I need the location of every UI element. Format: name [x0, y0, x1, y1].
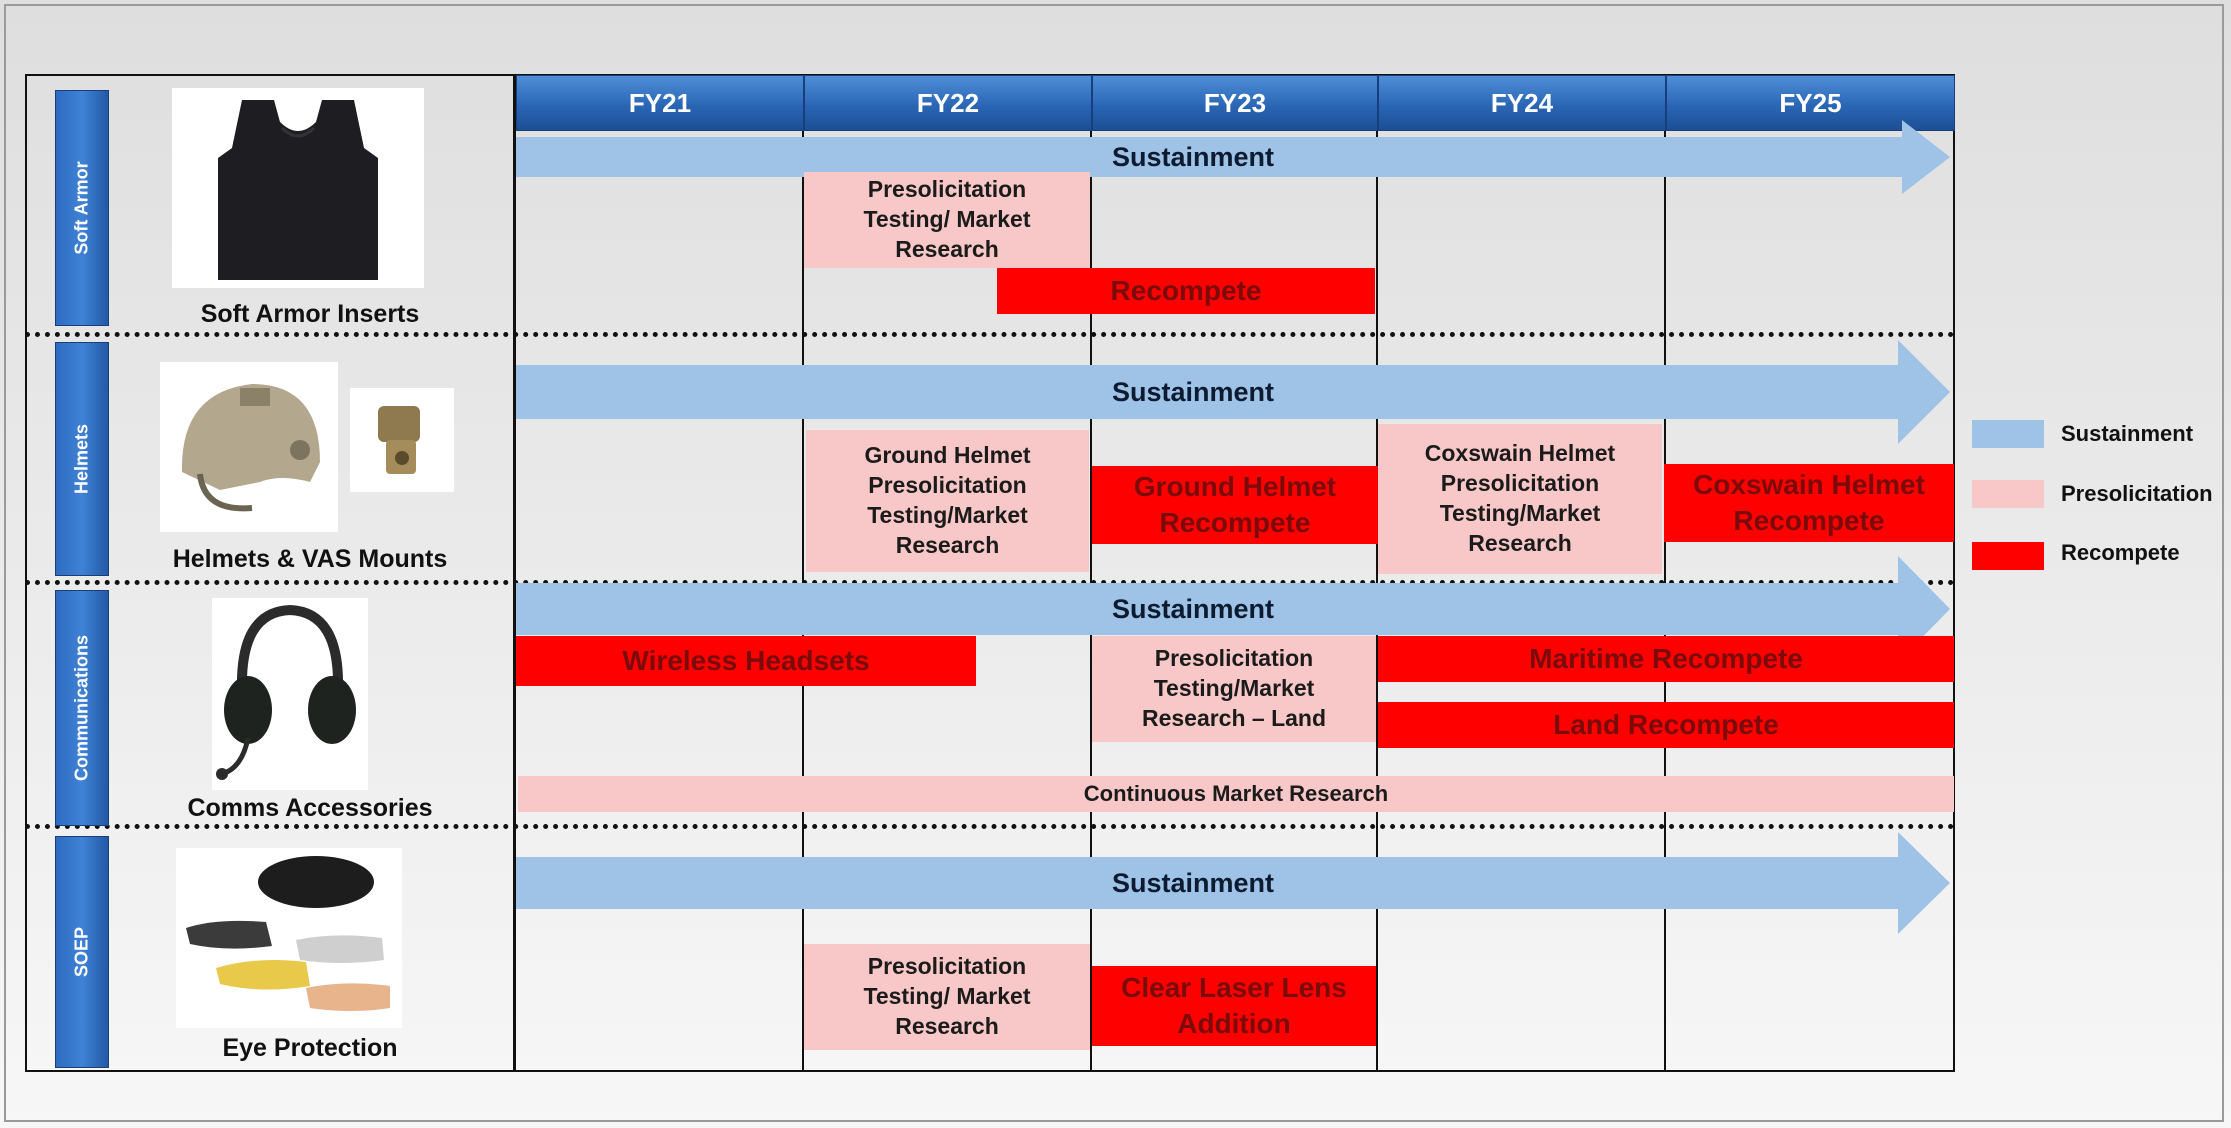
clear-laser-lens-addition-bar: Clear Laser Lens Addition — [1092, 966, 1376, 1046]
vas-mount-image — [350, 388, 454, 492]
helmet-image — [160, 362, 338, 532]
bar-label: Presolicitation Testing/ Market Research — [863, 176, 1031, 262]
sustainment-label: Sustainment — [1111, 867, 1275, 898]
sustainment-arrow-soft-armor: Sustainment — [516, 120, 1950, 194]
legend-label-sustainment: Sustainment — [2061, 421, 2194, 446]
legend-swatch-sustainment — [1972, 420, 2044, 448]
coxswain-helmet-presolicitation-bar: Coxswain Helmet Presolicitation Testing/… — [1378, 424, 1662, 574]
land-recompete-bar: Land Recompete — [1378, 702, 1954, 748]
soft-armor-vest-image — [172, 88, 424, 288]
soft-armor-presolicitation-bar: Presolicitation Testing/ Market Research — [804, 172, 1090, 268]
category-label: Communications — [71, 634, 92, 782]
legend-swatch-presolicitation — [1972, 480, 2044, 508]
section-separator — [25, 824, 1955, 829]
section-separator — [25, 332, 1955, 337]
item-label-soft-armor-inserts: Soft Armor Inserts — [200, 300, 420, 328]
year-header-fy22: FY22 — [804, 75, 1092, 131]
bar-label: Ground Helmet Presolicitation Testing/Ma… — [864, 442, 1031, 558]
ground-helmet-presolicitation-bar: Ground Helmet Presolicitation Testing/Ma… — [806, 430, 1089, 572]
category-tab-helmets: Helmets — [55, 342, 109, 576]
sustainment-arrow-soep: Sustainment — [516, 832, 1950, 934]
bar-label: Coxswain Helmet Presolicitation Testing/… — [1424, 440, 1616, 556]
legend-label-presolicitation: Presolicitation — [2061, 481, 2213, 506]
category-tab-soft-armor: Soft Armor — [55, 90, 109, 326]
bar-label: Continuous Market Research — [1083, 780, 1389, 806]
year-header-fy24: FY24 — [1378, 75, 1666, 131]
legend-label-recompete: Recompete — [2061, 540, 2180, 565]
sustainment-label: Sustainment — [1111, 141, 1275, 172]
sustainment-arrow-communications: Sustainment — [516, 556, 1950, 662]
bar-label: Clear Laser Lens Addition — [1121, 971, 1347, 1039]
soft-armor-recompete-bar: Recompete — [997, 268, 1375, 314]
bar-label: Land Recompete — [1553, 708, 1779, 740]
year-header-fy21: FY21 — [516, 75, 804, 131]
bar-label: Presolicitation Testing/Market Research … — [1141, 645, 1327, 731]
item-label-helmets-vas: Helmets & VAS Mounts — [172, 545, 448, 573]
bar-label: Coxswain Helmet Recompete — [1693, 468, 1925, 536]
eye-protection-image — [176, 848, 402, 1028]
headset-image — [212, 598, 368, 790]
sustainment-arrow-helmets: Sustainment — [516, 340, 1950, 444]
sustainment-label: Sustainment — [1111, 376, 1275, 407]
year-header-fy23: FY23 — [1092, 75, 1378, 131]
category-label: Helmets — [71, 423, 92, 495]
wireless-headsets-bar: Wireless Headsets — [516, 636, 976, 686]
sustainment-label: Sustainment — [1111, 593, 1275, 624]
bar-label: Wireless Headsets — [622, 644, 870, 676]
coxswain-helmet-recompete-bar: Coxswain Helmet Recompete — [1664, 464, 1954, 542]
soep-presolicitation-bar: Presolicitation Testing/ Market Research — [804, 944, 1090, 1050]
ground-helmet-recompete-bar: Ground Helmet Recompete — [1092, 466, 1378, 544]
continuous-market-research-bar: Continuous Market Research — [518, 776, 1954, 812]
year-header-fy25: FY25 — [1666, 75, 1955, 131]
category-label: Soft Armor — [71, 161, 92, 255]
legend-swatch-recompete — [1972, 542, 2044, 570]
item-label-comms-accessories: Comms Accessories — [187, 794, 433, 822]
bar-label: Recompete — [1110, 274, 1262, 306]
maritime-recompete-bar: Maritime Recompete — [1378, 636, 1954, 682]
item-label-eye-protection: Eye Protection — [222, 1034, 398, 1062]
section-separator — [25, 580, 1955, 585]
bar-label: Presolicitation Testing/ Market Research — [863, 953, 1031, 1039]
bar-label: Ground Helmet Recompete — [1133, 470, 1337, 538]
category-label: SOEP — [71, 926, 92, 978]
category-tab-soep: SOEP — [55, 836, 109, 1068]
comms-presolicitation-land-bar: Presolicitation Testing/Market Research … — [1092, 636, 1376, 742]
category-tab-communications: Communications — [55, 590, 109, 826]
bar-label: Maritime Recompete — [1529, 642, 1803, 674]
label-column-divider — [513, 74, 516, 1072]
slide-frame — [4, 4, 2224, 1122]
